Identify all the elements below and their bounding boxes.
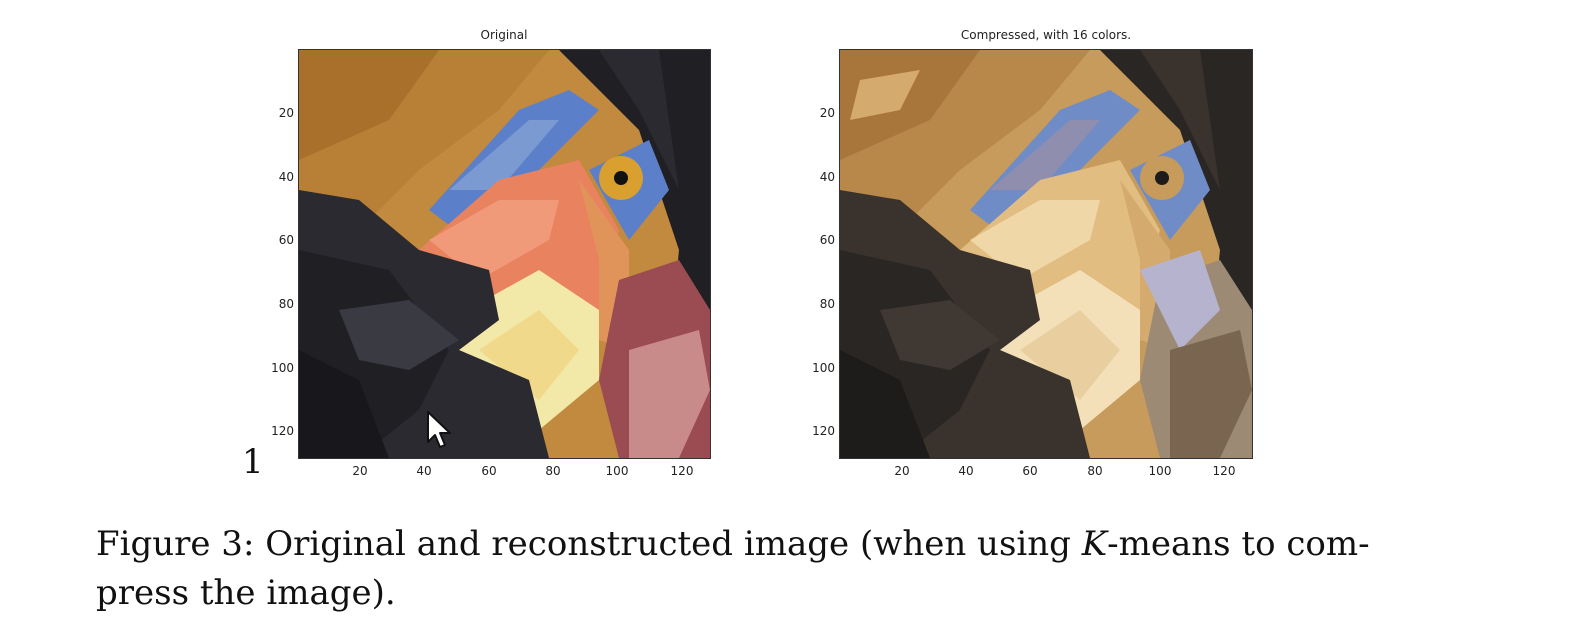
y-tick-label: 60 [819,233,835,247]
x-tick-label: 120 [1212,464,1236,478]
y-tick-label: 20 [819,106,835,120]
x-tick-label: 60 [1022,464,1038,478]
x-tick-label: 100 [605,464,629,478]
y-tick-label: 40 [278,170,294,184]
panel-title-original: Original [480,28,528,42]
caption-text-line2: press the image). [96,573,396,613]
x-tick-label: 40 [958,464,974,478]
y-tick-label: 120 [271,424,294,438]
y-tick-label: 80 [278,297,294,311]
x-tick-label: 100 [1148,464,1172,478]
x-tick-label: 20 [894,464,910,478]
bird-original-image [299,50,710,458]
mouse-pointer-icon [426,410,452,450]
y-tick-label: 20 [278,106,294,120]
x-tick-label: 120 [670,464,694,478]
x-tick-label: 60 [481,464,497,478]
bird-compressed-image [840,50,1252,458]
y-tick-label: 40 [819,170,835,184]
caption-text-prefix: Figure 3: Original and reconstructed ima… [96,524,1082,564]
x-tick-label: 20 [352,464,368,478]
image-original [298,49,711,459]
y-tick-label: 80 [819,297,835,311]
y-tick-label: 120 [812,424,835,438]
panel-title-compressed: Compressed, with 16 colors. [960,28,1132,42]
page-number: 1 [242,442,264,482]
caption-text-suffix: -means to com- [1107,524,1370,564]
x-tick-label: 80 [545,464,561,478]
y-tick-label: 100 [271,361,294,375]
image-compressed [839,49,1253,459]
caption-k-symbol: K [1081,524,1108,564]
figure-caption: Figure 3: Original and reconstructed ima… [96,520,1396,618]
y-tick-label: 100 [812,361,835,375]
x-tick-label: 40 [416,464,432,478]
y-tick-label: 60 [278,233,294,247]
x-tick-label: 80 [1087,464,1103,478]
